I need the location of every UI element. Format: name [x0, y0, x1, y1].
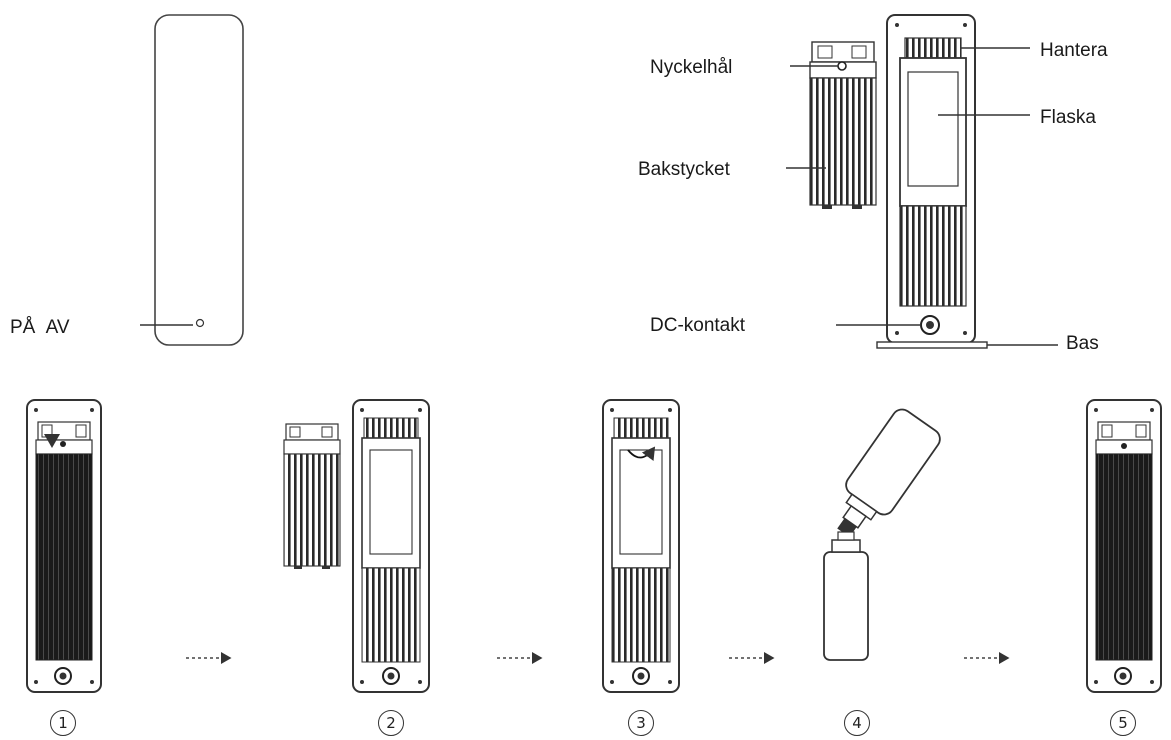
- step-5-figure: [1086, 399, 1162, 693]
- label-handle: Hantera: [1040, 40, 1108, 61]
- step-number-3: 3: [628, 710, 654, 736]
- label-power: PÅ AV: [10, 317, 70, 338]
- step-2-figure: [283, 399, 430, 693]
- step-4-figure: [823, 408, 941, 661]
- step-1-figure: [26, 399, 102, 693]
- step-3-figure: [602, 399, 680, 693]
- step-number-2: 2: [378, 710, 404, 736]
- label-dc: DC-kontakt: [650, 315, 746, 336]
- stand-base: [876, 341, 988, 349]
- leader-lines: [786, 47, 1058, 346]
- keyhole-marker: [837, 61, 847, 71]
- label-keyhole: Nyckelhål: [650, 57, 733, 78]
- step-number-4: 4: [844, 710, 870, 736]
- device-main-body: [876, 14, 988, 349]
- label-back-piece: Bakstycket: [638, 159, 730, 180]
- back-piece: [809, 41, 877, 209]
- step-number-1: 1: [50, 710, 76, 736]
- device-front-view: [140, 14, 244, 346]
- step-number-5: 5: [1110, 710, 1136, 736]
- power-button: [195, 318, 205, 328]
- label-base: Bas: [1066, 333, 1099, 354]
- label-bottle: Flaska: [1040, 107, 1096, 128]
